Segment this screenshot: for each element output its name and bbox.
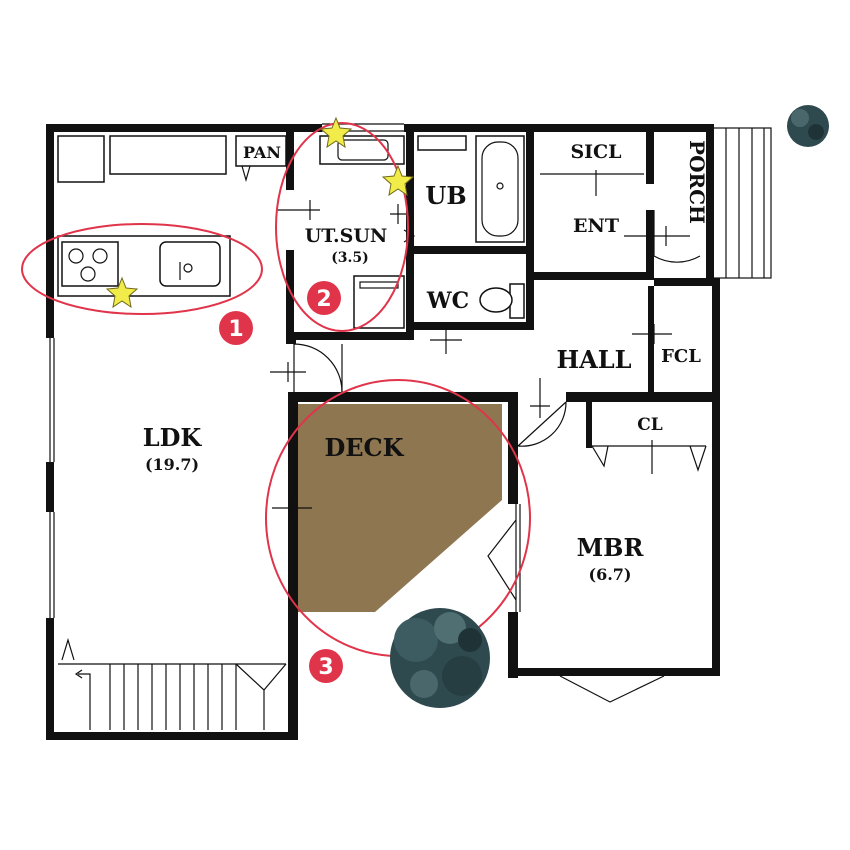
kitchen	[57, 135, 287, 297]
badge-deck: 3	[309, 649, 343, 683]
shrub-icon	[787, 105, 829, 147]
badge-kitchen: 1	[219, 311, 253, 345]
room-label-fcl: FCL	[661, 346, 701, 367]
room-label-sicl: SICL	[570, 141, 621, 163]
stove-icon	[61, 241, 119, 287]
highlight-ring-utility	[275, 122, 409, 332]
room-label-ldk: LDK	[143, 423, 203, 452]
room-label-ent: ENT	[573, 215, 619, 237]
room-area-ut-sun: (3.5)	[331, 250, 369, 266]
walls	[46, 124, 720, 740]
room-label-ut-sun: UT.SUN	[305, 225, 388, 247]
room-label-porch: PORCH	[685, 140, 709, 224]
toilet-icon	[479, 283, 525, 319]
room-label-pan: PAN	[243, 143, 281, 162]
room-label-ub: UB	[425, 181, 466, 210]
room-label-cl: CL	[637, 415, 663, 435]
room-label-deck: DECK	[324, 433, 404, 462]
deck-surface	[298, 404, 502, 612]
room-label-wc: WC	[426, 288, 469, 314]
room-area-mbr: (6.7)	[589, 565, 632, 584]
star-icon	[381, 164, 415, 197]
badge-number-utility: 2	[316, 287, 331, 312]
stairs	[58, 637, 287, 730]
doors	[293, 210, 707, 703]
highlight-ring-kitchen	[21, 223, 263, 315]
room-label-hall: HALL	[556, 345, 631, 374]
badge-number-deck: 3	[318, 655, 333, 680]
badge-utility: 2	[307, 281, 341, 315]
room-area-ldk: (19.7)	[145, 455, 199, 474]
star-icon	[105, 276, 139, 309]
bathtub-icon	[417, 135, 525, 243]
star-icon	[319, 116, 353, 149]
room-label-mbr: MBR	[577, 533, 645, 562]
badge-number-kitchen: 1	[228, 317, 243, 342]
tree-icon	[390, 608, 490, 708]
porch-steps	[712, 127, 772, 279]
washer-icon	[353, 275, 405, 329]
